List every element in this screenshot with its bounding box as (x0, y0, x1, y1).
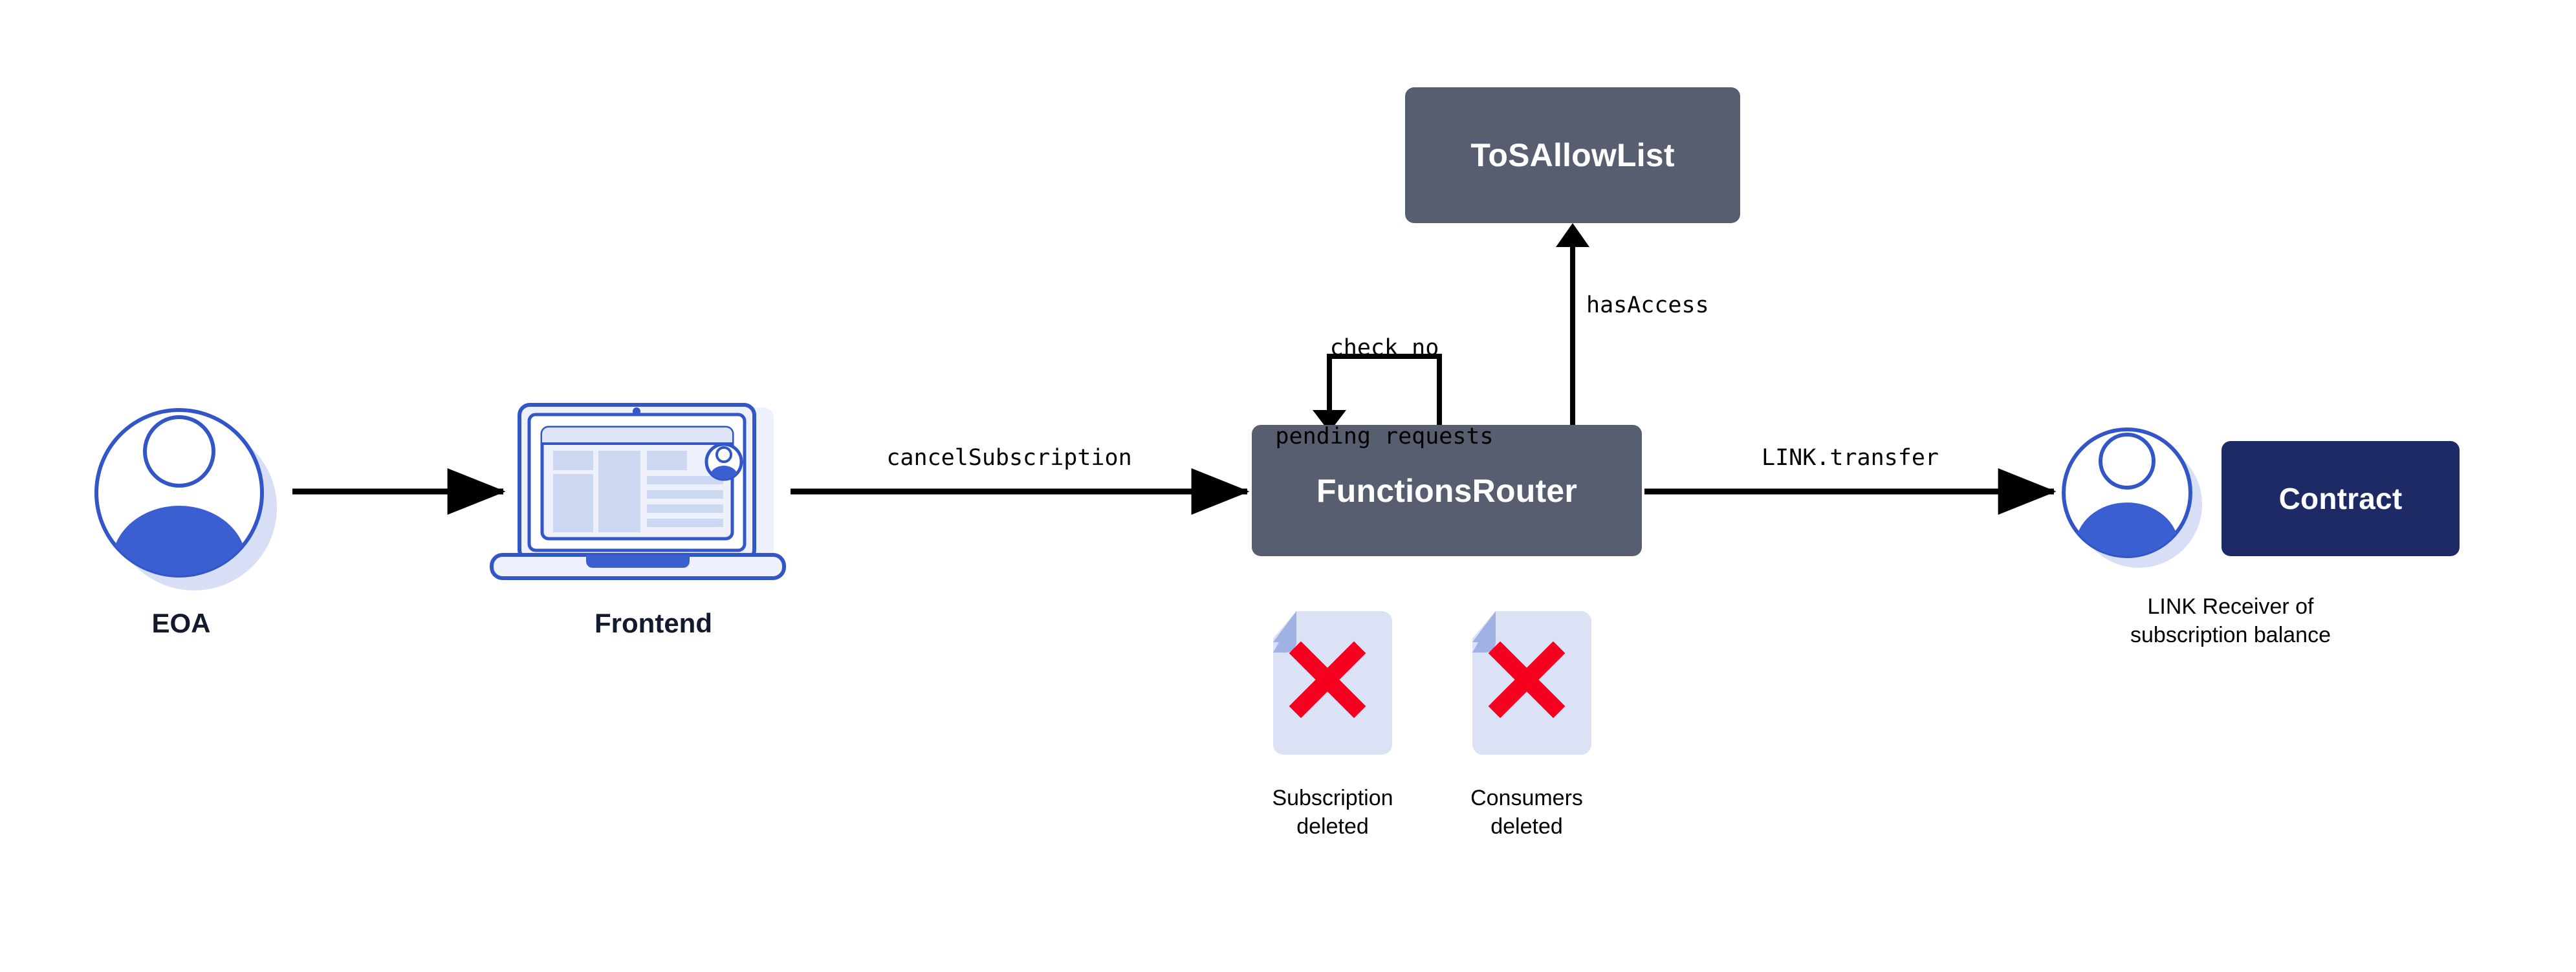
edge-label-link-transfer: LINK.transfer (1762, 445, 1939, 471)
consumers-deleted-caption-line2: deleted (1490, 814, 1563, 839)
consumers-deleted-document-icon (1472, 611, 1591, 755)
functions-router-label: FunctionsRouter (1316, 472, 1577, 509)
subscription-deleted-caption-line1: Subscription (1272, 786, 1393, 810)
node-tos-allowlist[interactable]: ToSAllowList (1405, 87, 1740, 223)
contract-label: Contract (2278, 482, 2403, 515)
tos-allowlist-label: ToSAllowList (1470, 137, 1675, 173)
edge-label-has-access: hasAccess (1586, 292, 1709, 318)
edge-label-line1: check no (1329, 335, 1439, 361)
arrow-router-to-tos-allowlist (1556, 223, 1589, 425)
subscription-deleted-caption-line2: deleted (1296, 814, 1369, 839)
subscription-deleted-document-icon (1273, 611, 1392, 755)
consumers-deleted-caption: Consumers deleted (1443, 784, 1611, 841)
link-receiver-user-avatar-icon (2062, 427, 2202, 568)
frontend-label: Frontend (595, 608, 712, 638)
eoa-user-avatar-icon (94, 408, 277, 590)
edge-label-cancel-subscription: cancelSubscription (886, 445, 1132, 471)
link-receiver-caption-line2: subscription balance (2130, 623, 2331, 648)
edge-label-check-no-pending-requests: check no pending requests (1210, 275, 1559, 510)
eoa-label: EOA (151, 608, 211, 638)
edge-label-line2: pending requests (1275, 423, 1494, 449)
frontend-laptop-icon (490, 403, 786, 580)
node-functions-router[interactable]: FunctionsRouter (1252, 425, 1642, 556)
node-contract[interactable]: Contract (2221, 441, 2460, 556)
link-receiver-caption: LINK Receiver of subscription balance (2024, 592, 2438, 649)
subscription-deleted-caption: Subscription deleted (1249, 784, 1417, 841)
consumers-deleted-caption-line1: Consumers (1470, 786, 1583, 810)
link-receiver-caption-line1: LINK Receiver of (2147, 594, 2314, 619)
